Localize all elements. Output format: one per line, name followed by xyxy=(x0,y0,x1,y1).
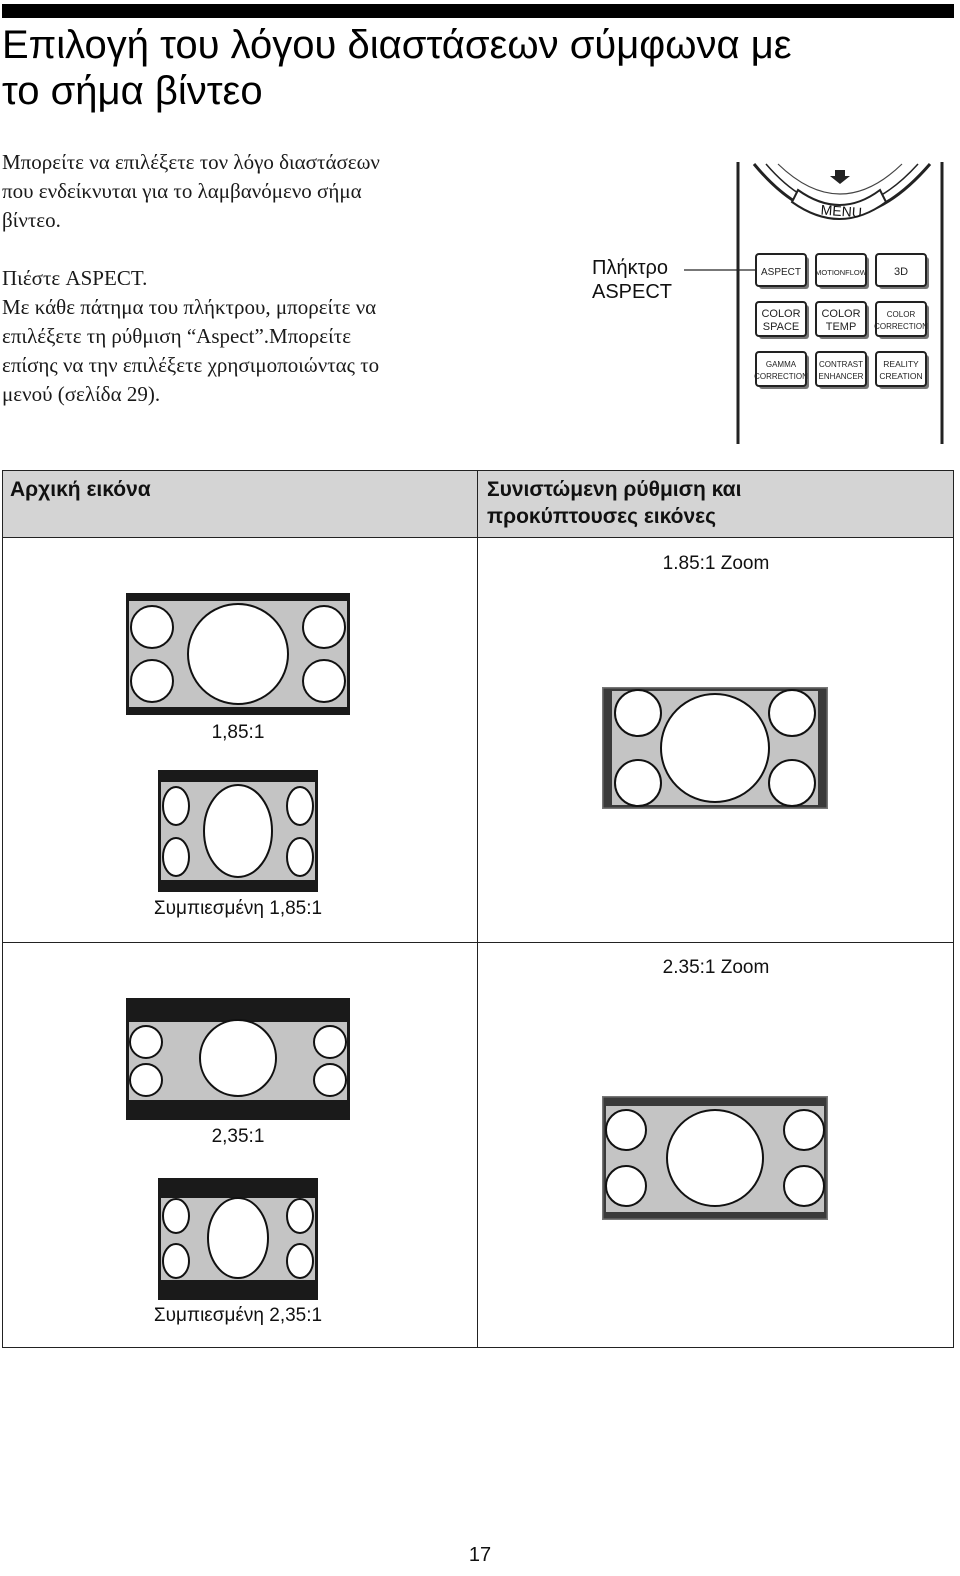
color-temp-key-label-2: TEMP xyxy=(826,321,857,333)
color-temp-key-label-1: COLOR xyxy=(821,308,860,320)
label-squeezed-1-85-1: Συμπιεσμένη 1,85:1 xyxy=(153,898,323,919)
step-paragraph: Πιέστε ASPECT. Με κάθε πάτημα του πλήκτρ… xyxy=(2,264,482,409)
gamma-correction-key-label-2: CORRECTION xyxy=(754,372,808,381)
reality-creation-key-label-1: REALITY xyxy=(883,359,919,369)
contrast-enhancer-key-label-2: ENHANCER xyxy=(819,372,864,381)
label-2-35-1: 2,35:1 xyxy=(211,1126,265,1147)
remote-control-illustration: MENU ASPECT MOTIONFLOW 3D COLOR SPACE CO… xyxy=(736,162,944,444)
callout-leader-line xyxy=(684,269,758,271)
header-original-image-text: Αρχική εικόνα xyxy=(10,478,151,501)
page-title: Επιλογή του λόγου διαστάσεων σύμφωνα με … xyxy=(2,22,952,114)
step-line-1: Πιέστε ASPECT. xyxy=(2,266,148,290)
motionflow-key-label: MOTIONFLOW xyxy=(815,268,868,277)
reality-creation-key[interactable]: REALITY CREATION xyxy=(875,351,929,389)
3d-key-label: 3D xyxy=(894,266,908,278)
intro-line-1: Μπορείτε να επιλέξετε τον λόγο διαστάσεω… xyxy=(2,150,380,174)
header-original-image: Αρχική εικόνα xyxy=(10,476,470,503)
header-recommended-line-1: Συνιστώμενη ρύθμιση και xyxy=(487,478,742,501)
step-line-2: Με κάθε πάτημα του πλήκτρου, μπορείτε να xyxy=(2,295,377,319)
label-1-85-1-zoom: 1.85:1 Zoom xyxy=(662,553,770,574)
table-column-divider xyxy=(477,470,478,1348)
color-correction-key-label-2: CORRECTION xyxy=(874,322,928,331)
menu-dial xyxy=(752,163,932,220)
intro-line-2: που ενδείκνυται για το λαμβανόμενο σήμα xyxy=(2,179,362,203)
figure-squeezed-1-85-1 xyxy=(158,770,318,892)
color-space-key[interactable]: COLOR SPACE xyxy=(755,301,809,339)
color-temp-key[interactable]: COLOR TEMP xyxy=(815,301,869,339)
header-recommended-line-2: προκύπτουσες εικόνες xyxy=(487,505,717,528)
figure-2-35-1-zoom xyxy=(602,1096,828,1220)
label-squeezed-2-35-1: Συμπιεσμένη 2,35:1 xyxy=(153,1305,323,1326)
color-space-key-label-2: SPACE xyxy=(763,321,799,333)
gamma-correction-key[interactable]: GAMMA CORRECTION xyxy=(754,351,809,389)
gamma-correction-key-label-1: GAMMA xyxy=(766,360,797,369)
aspect-key[interactable]: ASPECT xyxy=(755,253,809,289)
aspect-table xyxy=(2,470,954,1348)
reality-creation-key-label-2: CREATION xyxy=(879,371,922,381)
step-line-3: επιλέξετε τη ρύθμιση “Aspect”.Μπορείτε xyxy=(2,324,352,348)
table-header-divider xyxy=(2,537,954,538)
intro-paragraph: Μπορείτε να επιλέξετε τον λόγο διαστάσεω… xyxy=(2,148,482,235)
contrast-enhancer-key[interactable]: CONTRAST ENHANCER xyxy=(815,351,869,389)
intro-line-3: βίντεο. xyxy=(2,208,61,232)
contrast-enhancer-key-label-1: CONTRAST xyxy=(819,360,863,369)
header-recommended-setting: Συνιστώμενη ρύθμιση και προκύπτουσες εικ… xyxy=(487,476,947,530)
figure-2-35-1 xyxy=(126,998,350,1120)
3d-key[interactable]: 3D xyxy=(875,253,929,289)
page-title-line-1: Επιλογή του λόγου διαστάσεων σύμφωνα με xyxy=(2,23,792,67)
color-correction-key[interactable]: COLOR CORRECTION xyxy=(874,301,929,339)
top-rule xyxy=(2,4,954,18)
figure-1-85-1 xyxy=(126,593,350,715)
remote-buttons: ASPECT MOTIONFLOW 3D COLOR SPACE COLOR T… xyxy=(754,253,929,389)
figure-1-85-1-zoom xyxy=(602,687,828,809)
page-number: 17 xyxy=(468,1544,492,1566)
step-line-4: επίσης να την επιλέξετε χρησιμοποιώντας … xyxy=(2,353,380,377)
aspect-key-label: ASPECT xyxy=(761,267,801,278)
aspect-key-callout: Πλήκτρο ASPECT xyxy=(592,256,672,304)
table-header-background xyxy=(3,471,953,537)
menu-label: MENU xyxy=(820,202,862,221)
figure-squeezed-2-35-1 xyxy=(158,1178,318,1300)
color-space-key-label-1: COLOR xyxy=(761,308,800,320)
color-correction-key-label-1: COLOR xyxy=(887,310,916,319)
step-line-5: μενού (σελίδα 29). xyxy=(2,382,161,406)
page-title-line-2: το σήμα βίντεο xyxy=(2,69,263,113)
label-1-85-1: 1,85:1 xyxy=(211,722,265,743)
label-2-35-1-zoom: 2.35:1 Zoom xyxy=(662,957,770,978)
down-arrow-icon xyxy=(830,170,850,184)
callout-line-2: ASPECT xyxy=(592,281,673,303)
table-row-divider xyxy=(2,942,954,943)
callout-line-1: Πλήκτρο xyxy=(592,257,668,279)
motionflow-key[interactable]: MOTIONFLOW xyxy=(815,253,869,289)
